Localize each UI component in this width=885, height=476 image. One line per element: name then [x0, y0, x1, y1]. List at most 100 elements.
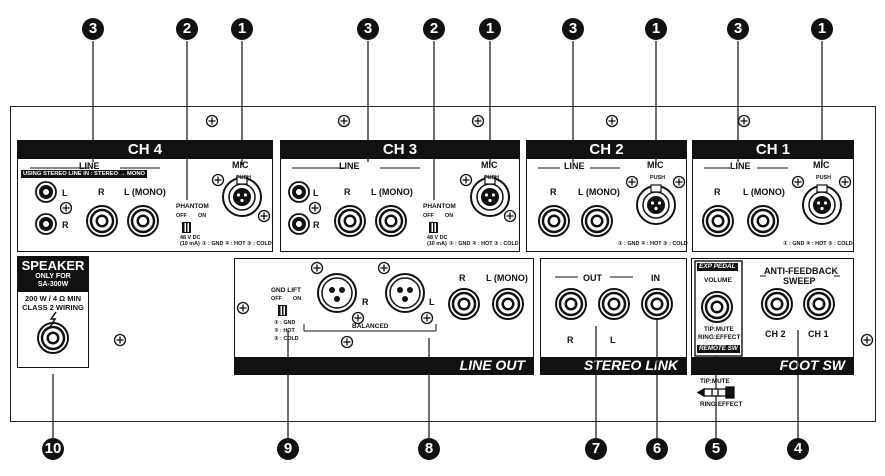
callout-4: 4 [787, 438, 809, 460]
ch4-phantom-spec: 48 V DC [180, 235, 201, 241]
gnd-lift-off: OFF [271, 296, 282, 302]
line-out-balanced: BALANCED [352, 323, 389, 330]
ch4-phantom-label: PHANTOM [176, 203, 209, 210]
callout-10: 10 [42, 438, 64, 460]
ch3-off-label: OFF [423, 213, 434, 219]
stereo-link-title: STEREO LINK [541, 357, 686, 374]
ch4-title: CH 4 [18, 141, 272, 159]
ch2-r-label: R [550, 187, 557, 197]
line-out-xlr-l-label: L [429, 297, 435, 307]
ch3-phantom-label: PHANTOM [423, 203, 456, 210]
callout-2: 2 [423, 18, 445, 40]
callout-3: 3 [357, 18, 379, 40]
callout-3: 3 [562, 18, 584, 40]
callout-3: 3 [82, 18, 104, 40]
line-out-pin1: ① : GND [274, 320, 296, 326]
ch2-l-mono-label: L (MONO) [578, 187, 620, 197]
tip-mute-label: TIP:MUTE [704, 326, 734, 333]
ch3-phantom-spec: 48 V DC [427, 235, 448, 241]
ch4-mic-label: MIC [232, 160, 249, 170]
callout-6: 6 [646, 438, 668, 460]
callout-9: 9 [277, 438, 299, 460]
ch3-section: CH 3 [280, 140, 520, 252]
ch3-line-label: LINE [339, 161, 360, 171]
ch1-title: CH 1 [693, 141, 853, 159]
ch1-line-label: LINE [730, 161, 751, 171]
ch3-title: CH 3 [281, 141, 519, 159]
gnd-lift-label: GND LIFT [271, 287, 301, 294]
ch2-push-label: PUSH [650, 175, 665, 181]
ch4-off-label: OFF [176, 213, 187, 219]
ch4-push-label: PUSH [236, 175, 251, 181]
speaker-only-for: ONLY FOR [35, 273, 71, 280]
ch4-r-label: R [98, 187, 105, 197]
ch3-on-label: ON [445, 213, 454, 219]
callout-5: 5 [705, 438, 727, 460]
ch4-stereo-note: USING STEREO LINE IN : STEREO → MONO [21, 170, 148, 178]
ch2-line-label: LINE [564, 161, 585, 171]
speaker-title: SPEAKER [21, 258, 85, 273]
line-out-xlr-r-label: R [362, 297, 369, 307]
ch3-mic-label: MIC [481, 160, 498, 170]
ch4-l-mono-label: L (MONO) [124, 187, 166, 197]
ch4-phantom-switch[interactable] [182, 222, 191, 233]
ch4-pin-legend: ① : GND ② : HOT ③ : COLD [202, 241, 272, 247]
exp-pedal-label: EXP PEDAL [697, 263, 738, 271]
callout-1: 1 [645, 18, 667, 40]
stereo-link-l-label: L [610, 335, 616, 345]
foot-sw-title: FOOT SW [692, 357, 853, 374]
line-out-section: LINE OUT [234, 258, 534, 375]
line-out-l-mono-label: L (MONO) [486, 273, 528, 283]
ring-effect-label: RING:EFFECT [698, 334, 741, 341]
ch4-r-small: R [62, 220, 69, 230]
ch1-pin-legend: ① : GND ② : HOT ③ : COLD [783, 241, 853, 247]
ch3-phantom-switch[interactable] [429, 222, 438, 233]
anti-feedback-label: ANTI-FEEDBACK [764, 266, 838, 276]
stereo-link-r-label: R [567, 335, 574, 345]
ch4-phantom-current: (10 mA) [180, 241, 200, 247]
callout-1: 1 [811, 18, 833, 40]
callout-3: 3 [727, 18, 749, 40]
stereo-link-in-label: IN [651, 273, 660, 283]
remote-sw-label: REMOTE SW [697, 345, 740, 353]
speaker-spec: 200 W / 4 Ω MIN [24, 294, 82, 303]
callout-8: 8 [418, 438, 440, 460]
ch4-line-label: LINE [79, 161, 100, 171]
ch4-l-small: L [62, 188, 68, 198]
line-out-pin2: ② : HOT [274, 328, 295, 334]
ch3-phantom-current: (10 mA) [427, 241, 447, 247]
gnd-lift-on: ON [293, 296, 302, 302]
line-out-r-label: R [459, 273, 466, 283]
speaker-model: SA-300W [37, 281, 69, 288]
ch3-push-label: PUSH [484, 175, 499, 181]
ch3-pin-legend: ① : GND ② : HOT ③ : COLD [449, 241, 519, 247]
volume-label: VOLUME [704, 277, 732, 284]
foot-ch1-label: CH 1 [808, 329, 829, 339]
ch3-r-label: R [344, 187, 351, 197]
ch1-push-label: PUSH [816, 175, 831, 181]
stereo-link-out-label: OUT [583, 273, 602, 283]
ch3-r-small: R [313, 220, 320, 230]
callout-1: 1 [479, 18, 501, 40]
plug-tip-label: TIP:MUTE [700, 378, 730, 385]
ch3-l-small: L [313, 188, 319, 198]
ch2-mic-label: MIC [647, 160, 664, 170]
ch4-on-label: ON [198, 213, 207, 219]
ch1-l-mono-label: L (MONO) [743, 187, 785, 197]
callout-2: 2 [176, 18, 198, 40]
ch2-title: CH 2 [527, 141, 686, 159]
ch3-l-mono-label: L (MONO) [371, 187, 413, 197]
ch2-pin-legend: ① : GND ② : HOT ③ : COLD [618, 241, 688, 247]
sweep-label: SWEEP [783, 276, 816, 286]
callout-7: 7 [585, 438, 607, 460]
line-out-title: LINE OUT [235, 357, 533, 374]
foot-ch2-label: CH 2 [765, 329, 786, 339]
callout-1: 1 [231, 18, 253, 40]
speaker-wiring: CLASS 2 WIRING [22, 303, 84, 312]
ch1-r-label: R [714, 187, 721, 197]
ch1-mic-label: MIC [813, 160, 830, 170]
plug-ring-label: RING:EFFECT [700, 401, 743, 408]
gnd-lift-switch[interactable] [278, 305, 287, 316]
